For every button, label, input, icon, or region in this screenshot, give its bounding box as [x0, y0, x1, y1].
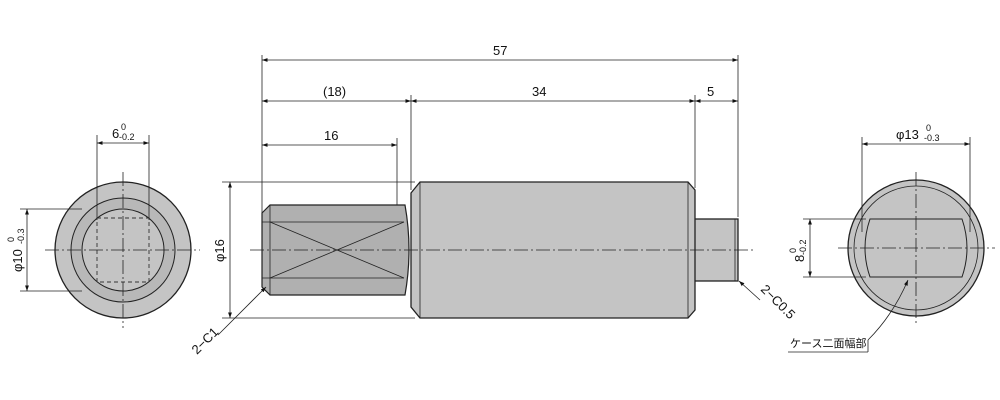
middle-section-label: 34	[532, 84, 546, 99]
flat-note-label: ケース二面幅部	[790, 336, 866, 350]
left-end-view: 6 0 -0.2 φ10 0 -0.3	[6, 122, 200, 328]
left-view-width-tol-upper: 0	[121, 122, 126, 132]
side-view: 57 (18) 34 5 16 φ16 2−C1 2−C0.5	[189, 43, 799, 357]
left-view-diameter-label: φ10	[10, 249, 25, 272]
hex-length-label: 16	[324, 128, 338, 143]
hex-section	[261, 204, 410, 296]
hex-diameter-label: φ16	[212, 239, 227, 262]
left-view-diameter-tol-lower: -0.3	[16, 228, 26, 244]
overall-length-label: 57	[493, 43, 507, 58]
right-view-width-tol-upper: 0	[788, 248, 798, 253]
right-view-diameter-tol-upper: 0	[926, 123, 931, 133]
right-section-label: 5	[707, 84, 714, 99]
left-view-diameter-tol-upper: 0	[6, 237, 16, 242]
left-view-width-label: 6	[112, 126, 119, 141]
right-end-view: φ13 0 -0.3 8 0 -0.2 ケース二面幅部	[788, 123, 995, 353]
right-view-width-tol-lower: -0.2	[798, 239, 808, 255]
right-view-diameter-tol-lower: -0.3	[924, 133, 940, 143]
right-view-width-label: 8	[792, 255, 807, 262]
left-view-width-tol-lower: -0.2	[119, 132, 135, 142]
right-view-diameter-label: φ13	[896, 127, 919, 142]
chamfer-right-label: 2−C0.5	[758, 282, 799, 323]
left-section-label: (18)	[323, 84, 346, 99]
chamfer-left-label: 2−C1	[189, 324, 222, 357]
